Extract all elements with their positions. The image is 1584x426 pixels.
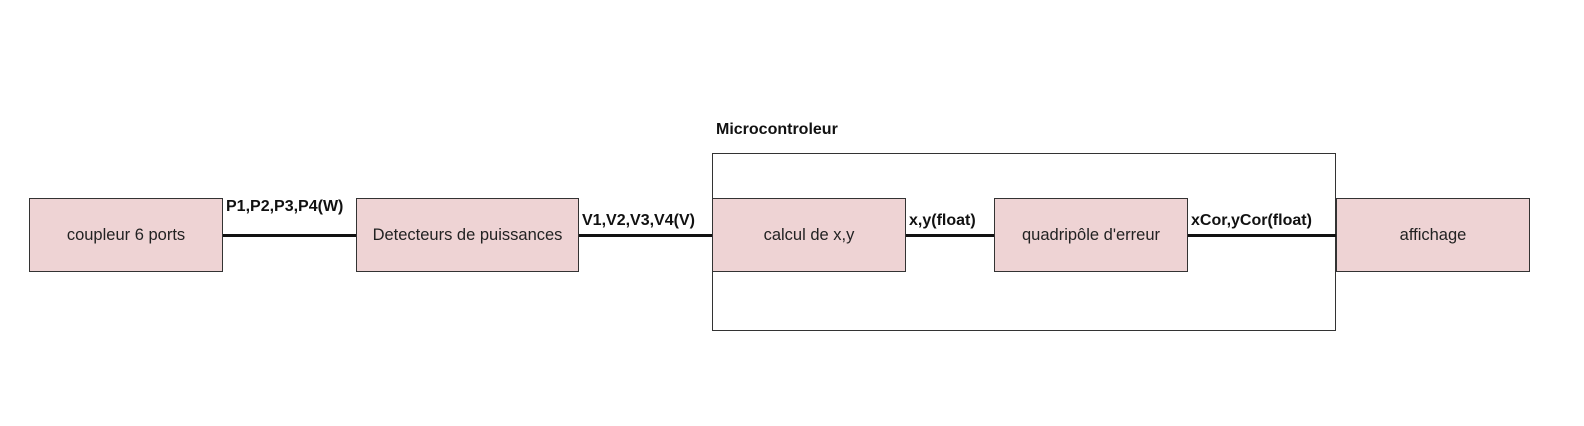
- block-calc: calcul de x,y: [712, 198, 906, 272]
- wire-coupler-to-detectors: [222, 233, 357, 237]
- block-display: affichage: [1336, 198, 1530, 272]
- block-quadripole: quadripôle d'erreur: [994, 198, 1188, 272]
- wire-calc-to-quadripole: [905, 233, 995, 237]
- link-label-voltages: V1,V2,V3,V4(V): [582, 212, 695, 229]
- block-detectors: Detecteurs de puissances: [356, 198, 579, 272]
- wire-detectors-to-calc: [578, 233, 713, 237]
- link-label-powers: P1,P2,P3,P4(W): [226, 198, 344, 215]
- block-calc-label: calcul de x,y: [763, 225, 855, 244]
- link-label-coords: x,y(float): [909, 212, 976, 229]
- link-label-corrected: xCor,yCor(float): [1191, 212, 1312, 229]
- block-coupler-label: coupleur 6 ports: [66, 225, 186, 244]
- block-display-label: affichage: [1399, 225, 1467, 244]
- block-detectors-label: Detecteurs de puissances: [372, 225, 563, 244]
- block-quadripole-label: quadripôle d'erreur: [1022, 225, 1160, 244]
- microcontroller-group-title: Microcontroleur: [716, 121, 838, 138]
- wire-quadripole-to-display: [1187, 233, 1337, 237]
- block-coupler: coupleur 6 ports: [29, 198, 223, 272]
